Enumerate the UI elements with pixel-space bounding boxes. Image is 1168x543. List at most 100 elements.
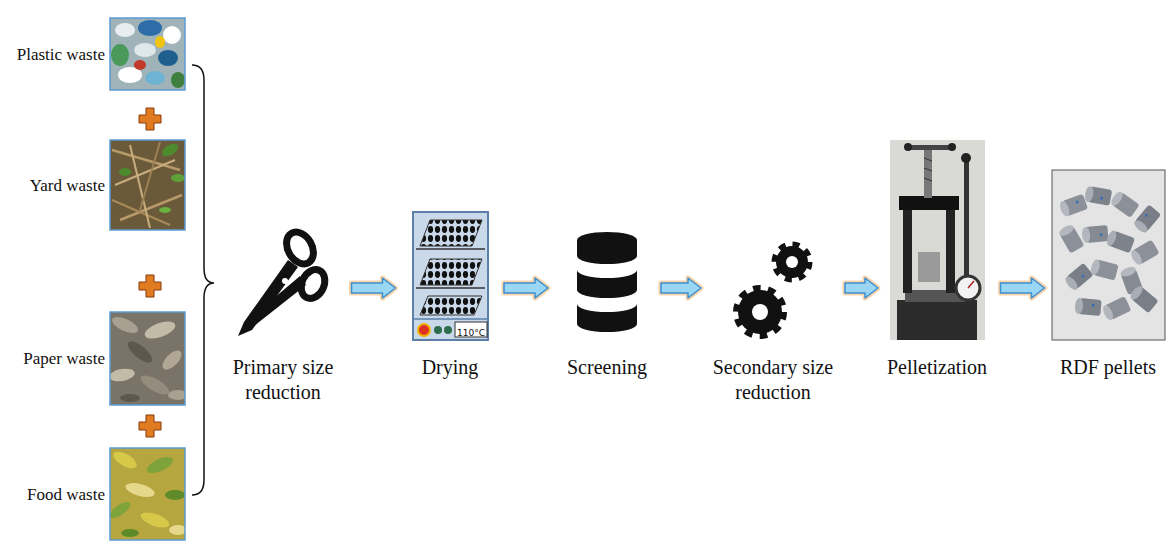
process-step: RDF pellets — [1053, 140, 1163, 380]
pellets-photo — [1100, 197, 1103, 200]
plastic-photo — [171, 72, 185, 88]
pellets-photo — [1058, 223, 1076, 238]
pellets-photo — [1132, 204, 1161, 234]
plus-sign — [139, 415, 161, 437]
press-photo — [918, 252, 940, 282]
pellets-photo — [1144, 213, 1148, 217]
press-photo — [899, 196, 959, 210]
press-photo — [961, 153, 971, 163]
flow-arrow — [845, 278, 878, 298]
oven-icon — [416, 248, 485, 250]
process-step: Drying — [405, 140, 495, 380]
pellets-photo — [1089, 258, 1118, 280]
pellets-photo — [1074, 298, 1101, 316]
arrow-body — [845, 278, 878, 298]
plus-sign — [139, 108, 161, 130]
plastic-photo — [138, 20, 162, 36]
pellets-photo — [1058, 194, 1088, 218]
pellets-photo — [1052, 170, 1165, 340]
yard-photo — [171, 174, 185, 182]
waste-input: Food waste — [5, 448, 190, 540]
pellets-photo — [1052, 170, 1165, 340]
paper-photo — [108, 312, 188, 405]
food-photo — [124, 480, 156, 499]
paper-photo — [138, 372, 172, 398]
paper-photo — [110, 312, 185, 405]
process-step: Secondary size reduction — [705, 140, 841, 405]
yard-photo — [110, 140, 185, 230]
flow-arrow — [661, 278, 701, 298]
pellets-photo — [1132, 218, 1149, 234]
oven-icon — [444, 326, 452, 334]
paper-photo — [143, 318, 178, 342]
food-photo — [110, 499, 133, 521]
pellets-photo — [1081, 227, 1090, 244]
waste-input: Plastic waste — [5, 18, 190, 90]
pellets-photo — [1063, 274, 1079, 291]
oven-icon — [413, 318, 488, 320]
press-photo — [964, 160, 969, 275]
press-photo — [890, 140, 985, 340]
pellets-photo — [1129, 240, 1160, 267]
database-icon — [577, 304, 637, 332]
paper-photo — [110, 314, 140, 337]
arrow-glow — [845, 278, 878, 298]
paper-photo — [168, 390, 185, 400]
yard-photo — [115, 160, 175, 185]
pellets-photo — [1129, 249, 1144, 267]
plastic-photo — [110, 18, 185, 90]
press-photo — [890, 140, 985, 340]
yard-photo — [160, 141, 181, 159]
arrow-body — [661, 278, 701, 298]
oven-icon — [434, 326, 442, 334]
pellets-photo — [1109, 190, 1125, 208]
yard-photo — [110, 140, 185, 230]
scissors-icon — [240, 276, 306, 334]
pellets-photo — [1063, 263, 1093, 292]
plastic-photo — [110, 18, 185, 90]
food-photo — [139, 509, 171, 531]
process-step: Pelletization — [882, 140, 992, 380]
pellets-photo — [1128, 284, 1158, 313]
gears-icon — [776, 246, 808, 278]
pellets-photo — [1075, 200, 1079, 204]
pellets-photo — [1089, 258, 1101, 276]
database-icon — [577, 232, 637, 264]
yard-photo — [119, 168, 131, 176]
pellets-photo — [1084, 186, 1095, 203]
gears-icon — [738, 290, 782, 334]
food-photo — [110, 448, 185, 540]
step-label: Drying — [405, 355, 495, 380]
step-label: Screening — [557, 355, 657, 380]
arrow-glow — [504, 278, 548, 298]
pellets-photo — [1105, 229, 1135, 253]
plastic-photo — [110, 18, 185, 90]
press-photo — [924, 148, 932, 198]
curly-brace — [192, 65, 214, 495]
press-photo — [956, 276, 980, 300]
step-label: RDF pellets — [1053, 355, 1163, 380]
pellets-photo — [1128, 284, 1144, 301]
pellets-photo — [1119, 265, 1137, 278]
paper-photo — [125, 338, 156, 366]
waste-label: Food waste — [5, 484, 105, 505]
pellets-photo — [1084, 186, 1112, 206]
plastic-photo — [110, 18, 185, 90]
plastic-photo — [163, 26, 181, 44]
oven-icon — [416, 287, 485, 289]
plus-sign — [139, 108, 161, 437]
press-photo — [908, 145, 952, 150]
pellets-photo — [1099, 233, 1102, 236]
press-photo — [948, 143, 956, 151]
paper-photo — [159, 347, 184, 372]
paper-photo — [110, 367, 136, 383]
plastic-photo — [145, 71, 165, 85]
process-step: Primary size reduction — [224, 140, 342, 405]
step-label: Secondary size reduction — [705, 355, 841, 405]
pellets-photo — [1058, 223, 1085, 254]
pellets-photo — [1058, 200, 1071, 218]
yard-photo — [110, 140, 185, 230]
yard-photo — [159, 207, 171, 213]
oven-icon — [418, 324, 430, 336]
paper-photo — [120, 394, 140, 402]
